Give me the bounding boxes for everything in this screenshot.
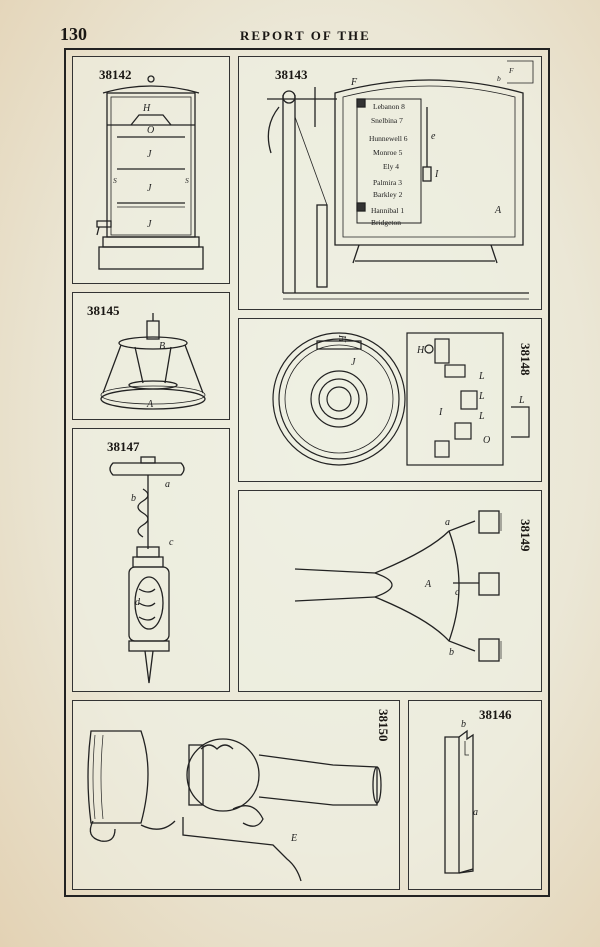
figure-number: 38145 xyxy=(87,303,120,318)
station-bridgeton: Bridgeton xyxy=(371,218,401,227)
figure-38145: 38145 B A xyxy=(72,292,230,420)
label-b: b xyxy=(449,647,454,658)
figure-38148-drawing: H J H I L L L O L xyxy=(272,332,530,466)
patent-plate: 38142 H xyxy=(64,48,550,897)
label-A: A xyxy=(424,579,432,590)
station-palmira: Palmira 3 xyxy=(373,178,402,187)
label-b: b xyxy=(461,719,466,730)
station-monroe: Monroe 5 xyxy=(373,148,403,157)
label-c: c xyxy=(169,537,174,548)
label-E: E xyxy=(290,833,297,844)
label-b: b xyxy=(131,493,136,504)
label-F: F xyxy=(350,77,358,88)
figure-38142: 38142 H xyxy=(72,56,230,284)
figure-38149-drawing: a A c b xyxy=(294,510,502,662)
label-e: e xyxy=(431,131,436,142)
label-L1: L xyxy=(478,371,485,382)
figure-38146-drawing: b a xyxy=(444,719,478,874)
station-lebanon: Lebanon 8 xyxy=(373,102,405,111)
figure-38150-drawing: E xyxy=(87,730,382,882)
label-J2: J xyxy=(147,183,152,194)
label-I: I xyxy=(434,169,439,180)
label-a: a xyxy=(165,479,170,490)
figure-number: 38143 xyxy=(275,67,308,82)
label-J1: J xyxy=(147,149,152,160)
station-hunnewell: Hunnewell 6 xyxy=(369,134,408,143)
label-O: O xyxy=(147,125,154,136)
label-b: b xyxy=(497,74,501,83)
label-H: H xyxy=(142,103,151,114)
figure-38150: 38150 E xyxy=(72,700,400,890)
station-ely: Ely 4 xyxy=(383,162,399,171)
label-J: J xyxy=(351,357,356,368)
station-hannibal: Hannibal 1 xyxy=(371,206,404,215)
label-F2: F xyxy=(508,66,514,75)
figure-38148: 38148 xyxy=(238,318,542,482)
figure-number: 38146 xyxy=(479,707,512,722)
label-L4: L xyxy=(518,395,525,406)
station-barkley: Barkley 2 xyxy=(373,190,403,199)
figure-38143: 38143 xyxy=(238,56,542,310)
label-L2: L xyxy=(478,391,485,402)
label-L3: L xyxy=(478,411,485,422)
figure-38143-drawing: Lebanon 8 Snelbina 7 Hunnewell 6 Monroe … xyxy=(267,60,534,300)
label-c: c xyxy=(455,587,460,598)
figure-38147: 38147 a b c d xyxy=(72,428,230,692)
figure-38149: 38149 a A c b xyxy=(238,490,542,692)
label-A: A xyxy=(146,399,154,410)
label-I: I xyxy=(438,407,443,418)
page-number: 130 xyxy=(60,24,87,44)
label-a: a xyxy=(473,807,478,818)
label-H1: H xyxy=(336,334,347,343)
figure-38145-drawing: B A xyxy=(100,313,206,410)
label-A: A xyxy=(494,205,502,216)
figure-number: 38147 xyxy=(107,439,140,454)
label-a: a xyxy=(445,517,450,528)
label-B: B xyxy=(159,341,165,352)
label-H2: H xyxy=(416,345,425,356)
figure-38146: 38146 b a xyxy=(408,700,542,890)
page-header: 130 REPORT OF THE xyxy=(60,24,560,46)
label-S2: S xyxy=(185,176,189,185)
station-snelbina: Snelbina 7 xyxy=(371,116,403,125)
figure-38142-drawing: H O J J J S S xyxy=(96,75,204,270)
figure-number: 38142 xyxy=(99,67,132,82)
figure-38147-drawing: a b c d xyxy=(109,456,185,684)
label-J3: J xyxy=(147,219,152,230)
label-O: O xyxy=(483,435,490,446)
label-S1: S xyxy=(113,176,117,185)
label-d: d xyxy=(135,597,141,608)
running-head: REPORT OF THE xyxy=(240,28,371,43)
